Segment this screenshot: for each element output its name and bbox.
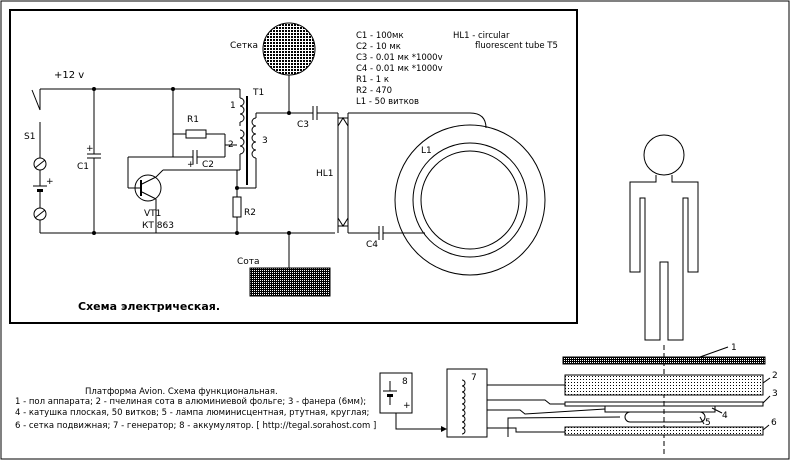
svg-text:1: 1 xyxy=(230,101,236,111)
svg-text:C4 - 0.01 мк *1000v: C4 - 0.01 мк *1000v xyxy=(356,64,443,74)
coil-l1-outer xyxy=(394,124,546,276)
switch-s1 xyxy=(31,89,41,111)
hl1-label: HL1 xyxy=(316,169,334,179)
svg-text:C3 - 0.01 мк *1000v: C3 - 0.01 мк *1000v xyxy=(356,53,443,63)
battery-plus-sign: + xyxy=(403,401,411,411)
svg-text:1 - пол аппарата; 2 - пчелиная: 1 - пол аппарата; 2 - пчелиная сота в ал… xyxy=(15,397,366,407)
hl1-note-2: fluorescent tube T5 xyxy=(475,41,558,51)
mesh-disc xyxy=(262,22,316,76)
functional-title: Платформа Avion. Схема функциональная. xyxy=(85,387,278,397)
callout-7: 7 xyxy=(471,373,477,383)
callout-6: 6 xyxy=(771,418,777,428)
t1-label: T1 xyxy=(252,88,264,98)
honeycomb-label: Сота xyxy=(237,257,260,267)
layer-5-lamp xyxy=(624,411,706,423)
coil-l1-inner xyxy=(420,150,520,250)
callout-8: 8 xyxy=(402,377,408,387)
svg-text:+: + xyxy=(187,160,195,170)
vt1-type: КТ 863 xyxy=(142,221,174,231)
layer-4-coil xyxy=(604,405,716,413)
hl1-note-1: HL1 - circular xyxy=(453,31,510,41)
arrow-icon xyxy=(441,426,447,432)
mesh-label: Сетка xyxy=(230,41,258,51)
functional-stack: 1 2 3 4 5 6 7 8 + xyxy=(379,343,778,438)
svg-text:3: 3 xyxy=(262,136,268,146)
svg-text:C2 - 10 мк: C2 - 10 мк xyxy=(356,42,401,52)
layer-2-honeycomb xyxy=(564,374,764,396)
honeycomb-plate xyxy=(249,267,331,297)
c1-label: C1 xyxy=(77,162,89,172)
c4-label: C4 xyxy=(366,240,378,250)
callout-3: 3 xyxy=(772,389,778,399)
schematic-title: Схема электрическая. xyxy=(78,300,220,313)
svg-text:+: + xyxy=(86,144,94,154)
resistor-r1 xyxy=(185,129,207,139)
generator-block xyxy=(446,368,488,438)
battery-plus: + xyxy=(46,177,54,187)
human-figure-icon xyxy=(629,134,699,341)
schematic-frame xyxy=(9,9,578,324)
callout-1: 1 xyxy=(731,343,737,353)
coil-l1-mid xyxy=(412,142,528,258)
vt1-label: VT1 xyxy=(144,209,161,219)
functional-legend: Платформа Avion. Схема функциональная. 1… xyxy=(15,387,376,431)
svg-text:6 - сетка подвижная; 7 - генер: 6 - сетка подвижная; 7 - генератор; 8 - … xyxy=(15,421,376,431)
l1-label: L1 xyxy=(421,146,432,156)
battery-plate-short xyxy=(37,189,43,192)
callout-5: 5 xyxy=(705,418,711,428)
c2-label: C2 xyxy=(202,160,214,170)
lamp-hl1 xyxy=(337,117,349,227)
component-list: C1 - 100мк C2 - 10 мк C3 - 0.01 мк *1000… xyxy=(356,31,443,107)
s1-label: S1 xyxy=(24,132,35,142)
layer-1-floor xyxy=(562,356,766,365)
svg-text:4 - катушка плоская, 50 витков: 4 - катушка плоская, 50 витков; 5 - ламп… xyxy=(15,408,369,418)
svg-text:L1 - 50 витков: L1 - 50 витков xyxy=(356,97,419,107)
r1-label: R1 xyxy=(187,115,199,125)
transformer-winding-3 xyxy=(251,117,257,159)
voltage-label: +12 v xyxy=(54,70,84,81)
figure-body xyxy=(629,175,699,341)
c3-label: C3 xyxy=(297,120,309,130)
callout-2: 2 xyxy=(772,371,778,381)
layer-6-mesh xyxy=(564,426,764,436)
electrical-schematic: +12 v S1 + + C1 R1 xyxy=(24,22,558,313)
figure-head xyxy=(643,134,685,176)
r2-label: R2 xyxy=(244,208,256,218)
resistor-r2 xyxy=(232,196,242,218)
svg-text:R1 - 1 к: R1 - 1 к xyxy=(356,75,389,85)
generator-coil-icon xyxy=(461,379,466,435)
transformer-winding-1 xyxy=(239,97,245,123)
transformer-winding-2 xyxy=(239,129,245,155)
svg-text:R2 - 470: R2 - 470 xyxy=(356,86,392,96)
svg-text:C1 - 100мк: C1 - 100мк xyxy=(356,31,404,41)
callout-4: 4 xyxy=(722,411,728,421)
svg-text:2: 2 xyxy=(228,140,234,150)
